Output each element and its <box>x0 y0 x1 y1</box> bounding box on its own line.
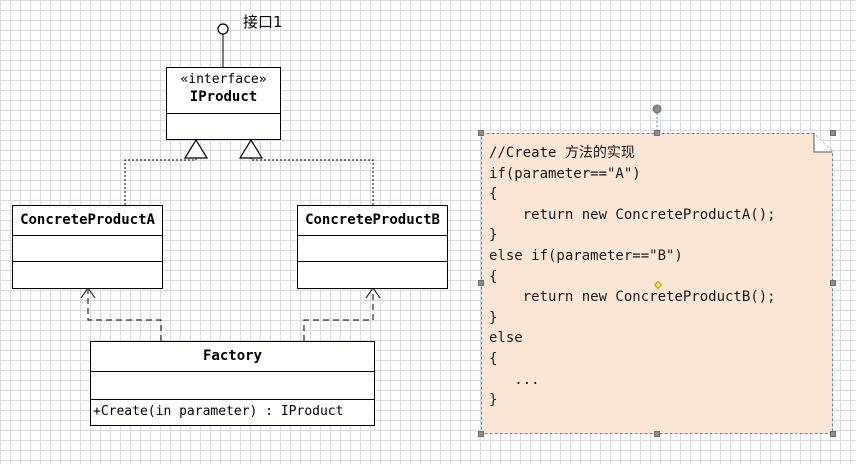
resize-handle-left[interactable] <box>478 280 484 286</box>
realization-b-line <box>250 140 374 205</box>
resize-handle-top-right[interactable] <box>830 130 836 136</box>
lollipop-circle <box>217 23 229 35</box>
note-line: { <box>489 268 498 285</box>
resize-handle-top-left[interactable] <box>478 130 484 136</box>
resize-handle-right[interactable] <box>830 280 836 286</box>
iproduct-stereotype: «interface» <box>180 72 267 87</box>
factory-name: Factory <box>202 348 262 364</box>
concrete-product-b-class[interactable]: ConcreteProductB <box>297 205 448 289</box>
note-line: } <box>489 227 498 244</box>
factory-attributes <box>91 372 374 400</box>
note-line: return new ConcreteProductA(); <box>489 206 776 223</box>
realization-a-arrow <box>183 138 209 159</box>
note-fold-corner <box>813 133 833 153</box>
note-line: } <box>489 309 498 326</box>
factory-create-operation: +Create(in parameter) : IProduct <box>93 404 344 419</box>
iproduct-class[interactable]: «interface» IProduct <box>166 67 281 140</box>
interface-label[interactable]: 接口1 <box>243 13 283 31</box>
iproduct-name: IProduct <box>189 89 258 105</box>
realization-a-line <box>124 140 197 205</box>
concrete-product-a-operations <box>13 262 162 288</box>
resize-handle-bottom[interactable] <box>654 431 660 437</box>
note-rotate-handle <box>652 104 662 114</box>
realization-b-arrow <box>238 138 264 159</box>
note-line: else <box>489 330 523 347</box>
factory-class[interactable]: Factory +Create(in parameter) : IProduct <box>90 341 375 426</box>
resize-handle-bottom-right[interactable] <box>830 431 836 437</box>
note-line: { <box>489 350 498 367</box>
resize-handle-bottom-left[interactable] <box>478 431 484 437</box>
concrete-product-b-attributes <box>298 236 447 262</box>
note-line: return new ConcreteProductB(); <box>489 289 776 306</box>
note-line: else if(parameter=="B") <box>489 247 683 264</box>
concrete-product-a-class[interactable]: ConcreteProductA <box>12 205 163 289</box>
concrete-product-b-name: ConcreteProductB <box>305 212 440 228</box>
iproduct-operations <box>167 114 280 139</box>
concrete-product-a-attributes <box>13 236 162 262</box>
note-line: if(parameter=="A") <box>489 165 641 182</box>
resize-handle-top[interactable] <box>654 130 660 136</box>
dependency-a-line <box>87 290 162 341</box>
note-code: //Create 方法的实现 if(parameter=="A") { retu… <box>489 143 776 411</box>
note-line: } <box>489 392 498 409</box>
note-line: //Create 方法的实现 <box>489 145 635 161</box>
dependency-b-line <box>303 290 374 341</box>
concrete-product-a-name: ConcreteProductA <box>20 212 155 228</box>
concrete-product-b-operations <box>298 262 447 288</box>
note-line: ... <box>489 371 540 388</box>
note-line: { <box>489 186 498 203</box>
